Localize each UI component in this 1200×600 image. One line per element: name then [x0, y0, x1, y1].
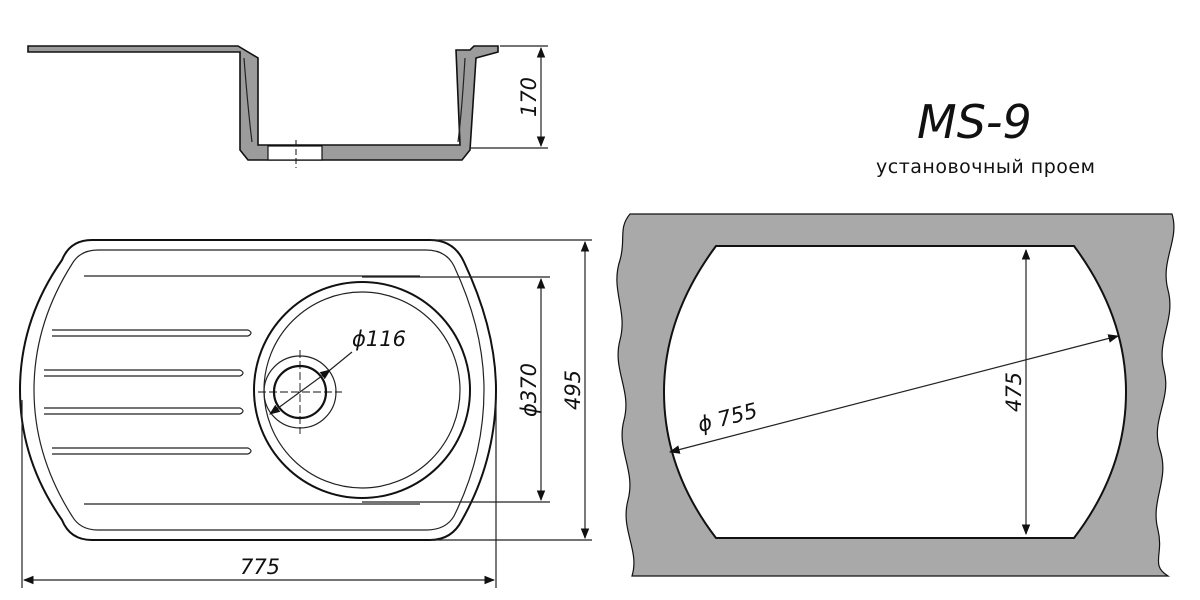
- drainboard-groove-3: [44, 369, 244, 377]
- bowl-outer: [253, 281, 471, 499]
- drainboard-groove-4: [44, 407, 244, 415]
- dim-775-label: 775: [240, 555, 280, 579]
- side-view-drain: [267, 145, 323, 161]
- dim-755-line: [668, 334, 1120, 454]
- side-view-inner-right: [457, 57, 466, 143]
- drainboard-groove-5: [52, 447, 252, 455]
- dim-116-label: ϕ116: [352, 327, 406, 351]
- dim-475-label: 475: [1002, 372, 1026, 412]
- model-title: MS-9: [917, 95, 1032, 149]
- top-view: ϕ116 ϕ370 495 775: [18, 239, 592, 588]
- side-view: 170: [27, 45, 548, 168]
- cutout-view: 475 ϕ 755: [616, 213, 1175, 577]
- drainboard-groove-2: [52, 329, 252, 337]
- side-view-inner-left: [243, 57, 253, 143]
- top-view-inner-contour: [33, 249, 485, 531]
- cutout-opening: [662, 245, 1128, 539]
- dim-370-label: ϕ370: [517, 363, 541, 417]
- dim-170-label: 170: [517, 77, 541, 117]
- dim-495-label: 495: [561, 370, 585, 410]
- side-view-section: [27, 45, 499, 161]
- top-view-outer-contour: [18, 239, 498, 541]
- dim-116-leader: [329, 351, 353, 371]
- cutout-subtitle: установочный проем: [876, 156, 1095, 178]
- dim-116-line: [269, 369, 331, 415]
